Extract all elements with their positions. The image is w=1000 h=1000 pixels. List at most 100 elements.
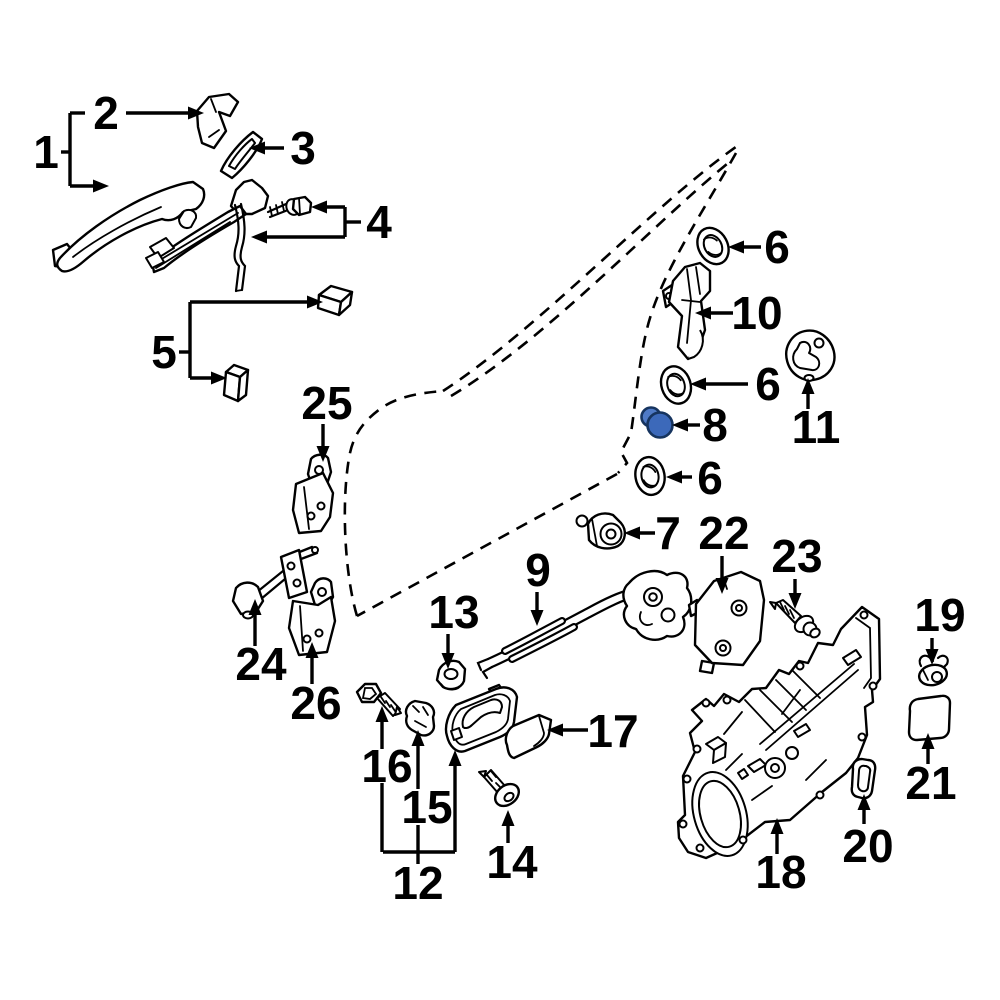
callout-arrowhead — [788, 593, 802, 609]
callout-number: 6 — [697, 452, 723, 504]
callout-number: 1 — [33, 126, 59, 178]
part-22-latch-module — [687, 570, 766, 675]
callout-17: 17 — [547, 705, 639, 757]
callout-9: 9 — [525, 544, 551, 626]
callout-number: 12 — [392, 857, 443, 909]
callout-arrowhead — [411, 730, 425, 746]
callout-number: 4 — [366, 196, 392, 248]
callout-10: 10 — [695, 287, 783, 339]
callout-number: 9 — [525, 544, 551, 596]
callout-24: 24 — [235, 599, 287, 690]
callout-arrowhead — [624, 526, 640, 540]
part-5-covers — [222, 284, 354, 403]
callout-number: 3 — [290, 122, 316, 174]
callout-arrowhead — [690, 377, 706, 391]
callout-arrowhead — [857, 794, 871, 810]
callout-number: 8 — [702, 399, 728, 451]
part-10-guide-bracket — [661, 261, 712, 361]
callout-number: 23 — [771, 530, 822, 582]
callout-number: 24 — [235, 638, 287, 690]
part-23-screw — [769, 599, 821, 639]
part-20-seal — [850, 757, 877, 800]
callout-21: 21 — [905, 733, 957, 809]
part-15-clip — [404, 699, 436, 737]
part-19-clip — [917, 654, 949, 687]
callout-number: 14 — [486, 836, 538, 888]
callout-2: 2 — [93, 87, 204, 139]
part-13-nut — [435, 659, 467, 691]
callout-arrowhead — [316, 446, 330, 462]
callout-arrowhead — [188, 106, 204, 120]
callout-arrowhead — [248, 599, 262, 615]
callout-number: 22 — [698, 507, 749, 559]
callout-number: 7 — [655, 507, 681, 559]
callout-arrowhead — [305, 642, 319, 658]
callout-number: 5 — [151, 326, 177, 378]
callout-arrowhead — [728, 240, 744, 254]
callout-7: 7 — [624, 507, 681, 559]
callout-arrowhead — [448, 750, 462, 766]
callout-number: 6 — [764, 221, 790, 273]
callout-arrowhead — [249, 141, 265, 155]
callout-19: 19 — [914, 589, 966, 665]
callout-22: 22 — [698, 507, 750, 594]
callout-11: 11 — [792, 378, 841, 453]
callout-number: 2 — [93, 87, 119, 139]
callout-1: 1 — [33, 111, 109, 193]
door-outline — [343, 142, 741, 618]
callout-number: 20 — [842, 820, 893, 872]
callout-26: 26 — [290, 642, 342, 729]
callout-number: 10 — [731, 287, 782, 339]
callout-16: 16 — [361, 706, 413, 852]
callout-arrowhead — [801, 378, 815, 394]
callout-number: 17 — [587, 705, 638, 757]
part-26-lower-hinge — [287, 577, 337, 657]
callout-13: 13 — [428, 586, 480, 669]
callout-25: 25 — [301, 377, 353, 462]
part-18-door-module-panel — [676, 605, 882, 860]
callout-arrowhead — [251, 230, 267, 244]
callout-arrowhead — [311, 200, 327, 214]
callout-arrowhead — [530, 610, 544, 626]
callout-6: 6 — [728, 221, 790, 273]
part-2-handle-bracket — [195, 92, 240, 150]
callout-15: 15 — [401, 730, 453, 852]
callout-arrowhead — [375, 706, 389, 722]
part-16-bolt — [355, 682, 402, 717]
callout-3: 3 — [249, 122, 316, 174]
callout-12: 12 — [383, 750, 462, 909]
callout-arrowhead — [672, 418, 688, 432]
callout-5: 5 — [151, 295, 323, 385]
part-4-handle-base — [145, 178, 313, 293]
part-3-handle-gasket — [219, 130, 264, 180]
part-21-cover-patch — [907, 694, 952, 742]
callout-number: 26 — [290, 677, 341, 729]
callout-6: 6 — [690, 358, 781, 410]
callout-number: 16 — [361, 740, 412, 792]
callout-4: 4 — [251, 196, 392, 248]
callout-number: 11 — [792, 401, 841, 453]
part-8-grommet-highlighted — [640, 406, 674, 439]
callout-14: 14 — [486, 810, 538, 888]
callout-6: 6 — [666, 452, 723, 504]
callout-18: 18 — [755, 818, 807, 898]
callout-arrowhead — [695, 306, 711, 320]
callout-arrowhead — [501, 810, 515, 826]
callout-number: 18 — [755, 846, 806, 898]
callout-arrowhead — [715, 578, 729, 594]
callout-arrowhead — [925, 649, 939, 665]
callout-number: 13 — [428, 586, 479, 638]
callout-arrowhead — [93, 179, 109, 193]
callout-arrowhead — [307, 295, 323, 309]
part-6-grommet-middle — [655, 361, 697, 409]
part-4-screw — [266, 195, 313, 219]
part-25-upper-hinge — [291, 453, 335, 535]
part-1-outside-door-handle — [51, 180, 206, 273]
callout-20: 20 — [842, 794, 894, 872]
callout-number: 15 — [401, 781, 452, 833]
callout-arrowhead — [666, 470, 682, 484]
part-9-lock-cable-latch — [476, 569, 693, 680]
